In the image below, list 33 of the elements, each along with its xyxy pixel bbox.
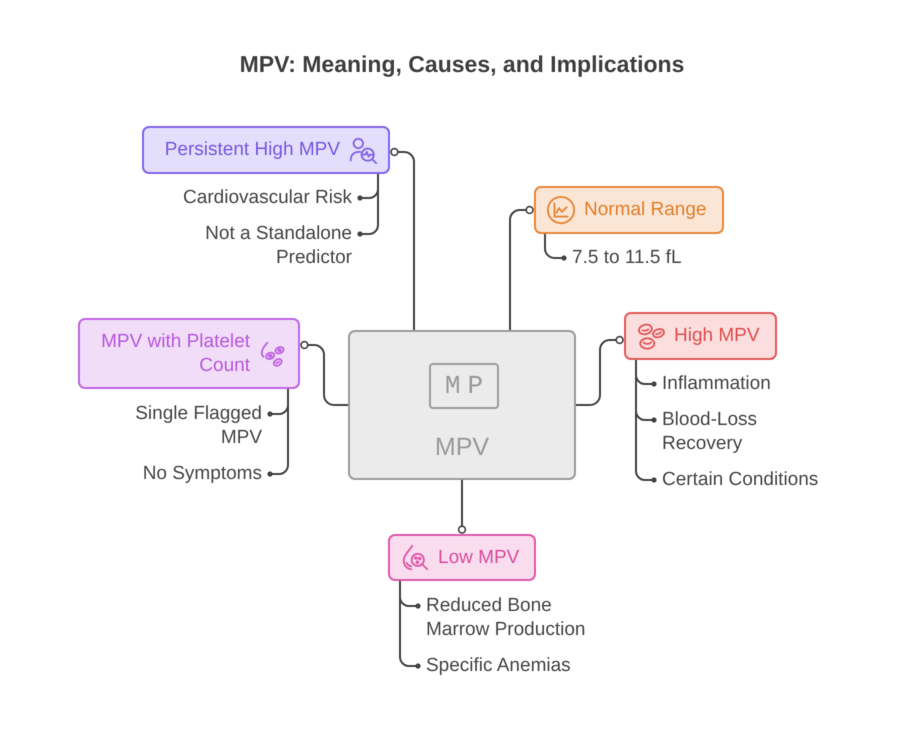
list-item-text: Specific Anemias xyxy=(426,654,571,678)
connector xyxy=(390,148,415,330)
diagram-title: MPV: Meaning, Causes, and Implications xyxy=(240,50,684,78)
category-box xyxy=(78,318,300,389)
list-item-text: No Symptoms xyxy=(142,462,262,486)
box-label: Persistent High MPV xyxy=(164,138,340,162)
list-item-text: Certain Conditions xyxy=(662,468,818,492)
list-item-text: Blood-Loss Recovery xyxy=(662,408,759,456)
connector xyxy=(399,581,421,669)
box-label: MPV with Platelet Count xyxy=(100,330,250,378)
category-box xyxy=(624,312,777,360)
connector xyxy=(357,174,379,237)
connector xyxy=(300,340,348,406)
category-box xyxy=(142,126,390,174)
list-item-text: Inflammation xyxy=(662,372,771,396)
list-item-text: Single Flagged MPV xyxy=(134,402,262,450)
list-item-text: 7.5 to 11.5 fL xyxy=(572,246,682,270)
box-label: Normal Range xyxy=(584,198,706,222)
box-label: MPV xyxy=(434,432,490,462)
list-item-text: Reduced Bone Marrow Production xyxy=(426,594,587,642)
connector xyxy=(544,234,567,261)
connector xyxy=(458,480,466,534)
list-item-text: Cardiovascular Risk xyxy=(183,186,352,210)
list-item-text: Not a Standalone Predictor xyxy=(204,222,352,270)
connector xyxy=(576,336,624,406)
box-label: High MPV xyxy=(674,324,760,348)
central-box xyxy=(348,330,576,480)
connector xyxy=(509,206,534,330)
category-box xyxy=(388,534,536,581)
box-label: Low MPV xyxy=(438,546,520,570)
category-box xyxy=(534,186,724,234)
monogram-tile: MP xyxy=(429,363,499,409)
connector xyxy=(267,389,289,477)
